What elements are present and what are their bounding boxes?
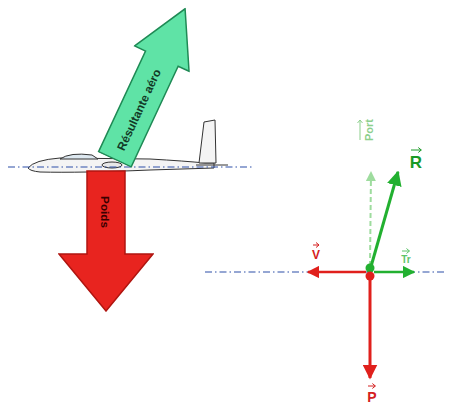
weight-vector <box>369 276 372 378</box>
vector-overarrow <box>401 248 410 254</box>
origin-dot <box>366 272 375 281</box>
arrow-label: Poids <box>87 174 125 250</box>
drag-label: Tr <box>401 248 410 265</box>
drag-vector <box>374 271 414 274</box>
vector-overarrow <box>357 119 363 141</box>
vector-overarrow <box>410 147 422 153</box>
speed-vector <box>308 271 366 274</box>
origin-dot <box>366 264 375 273</box>
lift-label: Port <box>357 119 375 141</box>
arrow-shape <box>58 170 154 312</box>
axis-line <box>205 271 446 272</box>
arrow-label: Résultante aéro <box>100 55 177 164</box>
lift-vector <box>370 172 371 266</box>
resultant-arrow: Résultante aéro <box>86 0 213 173</box>
resultant-vector <box>370 172 398 270</box>
weight-label: P <box>367 383 376 405</box>
vector-overarrow <box>312 242 320 248</box>
resultant-label: R <box>410 147 422 173</box>
vector-overarrow <box>367 383 376 389</box>
weight-arrow: Poids <box>58 170 154 312</box>
speed-label: V <box>312 242 320 262</box>
